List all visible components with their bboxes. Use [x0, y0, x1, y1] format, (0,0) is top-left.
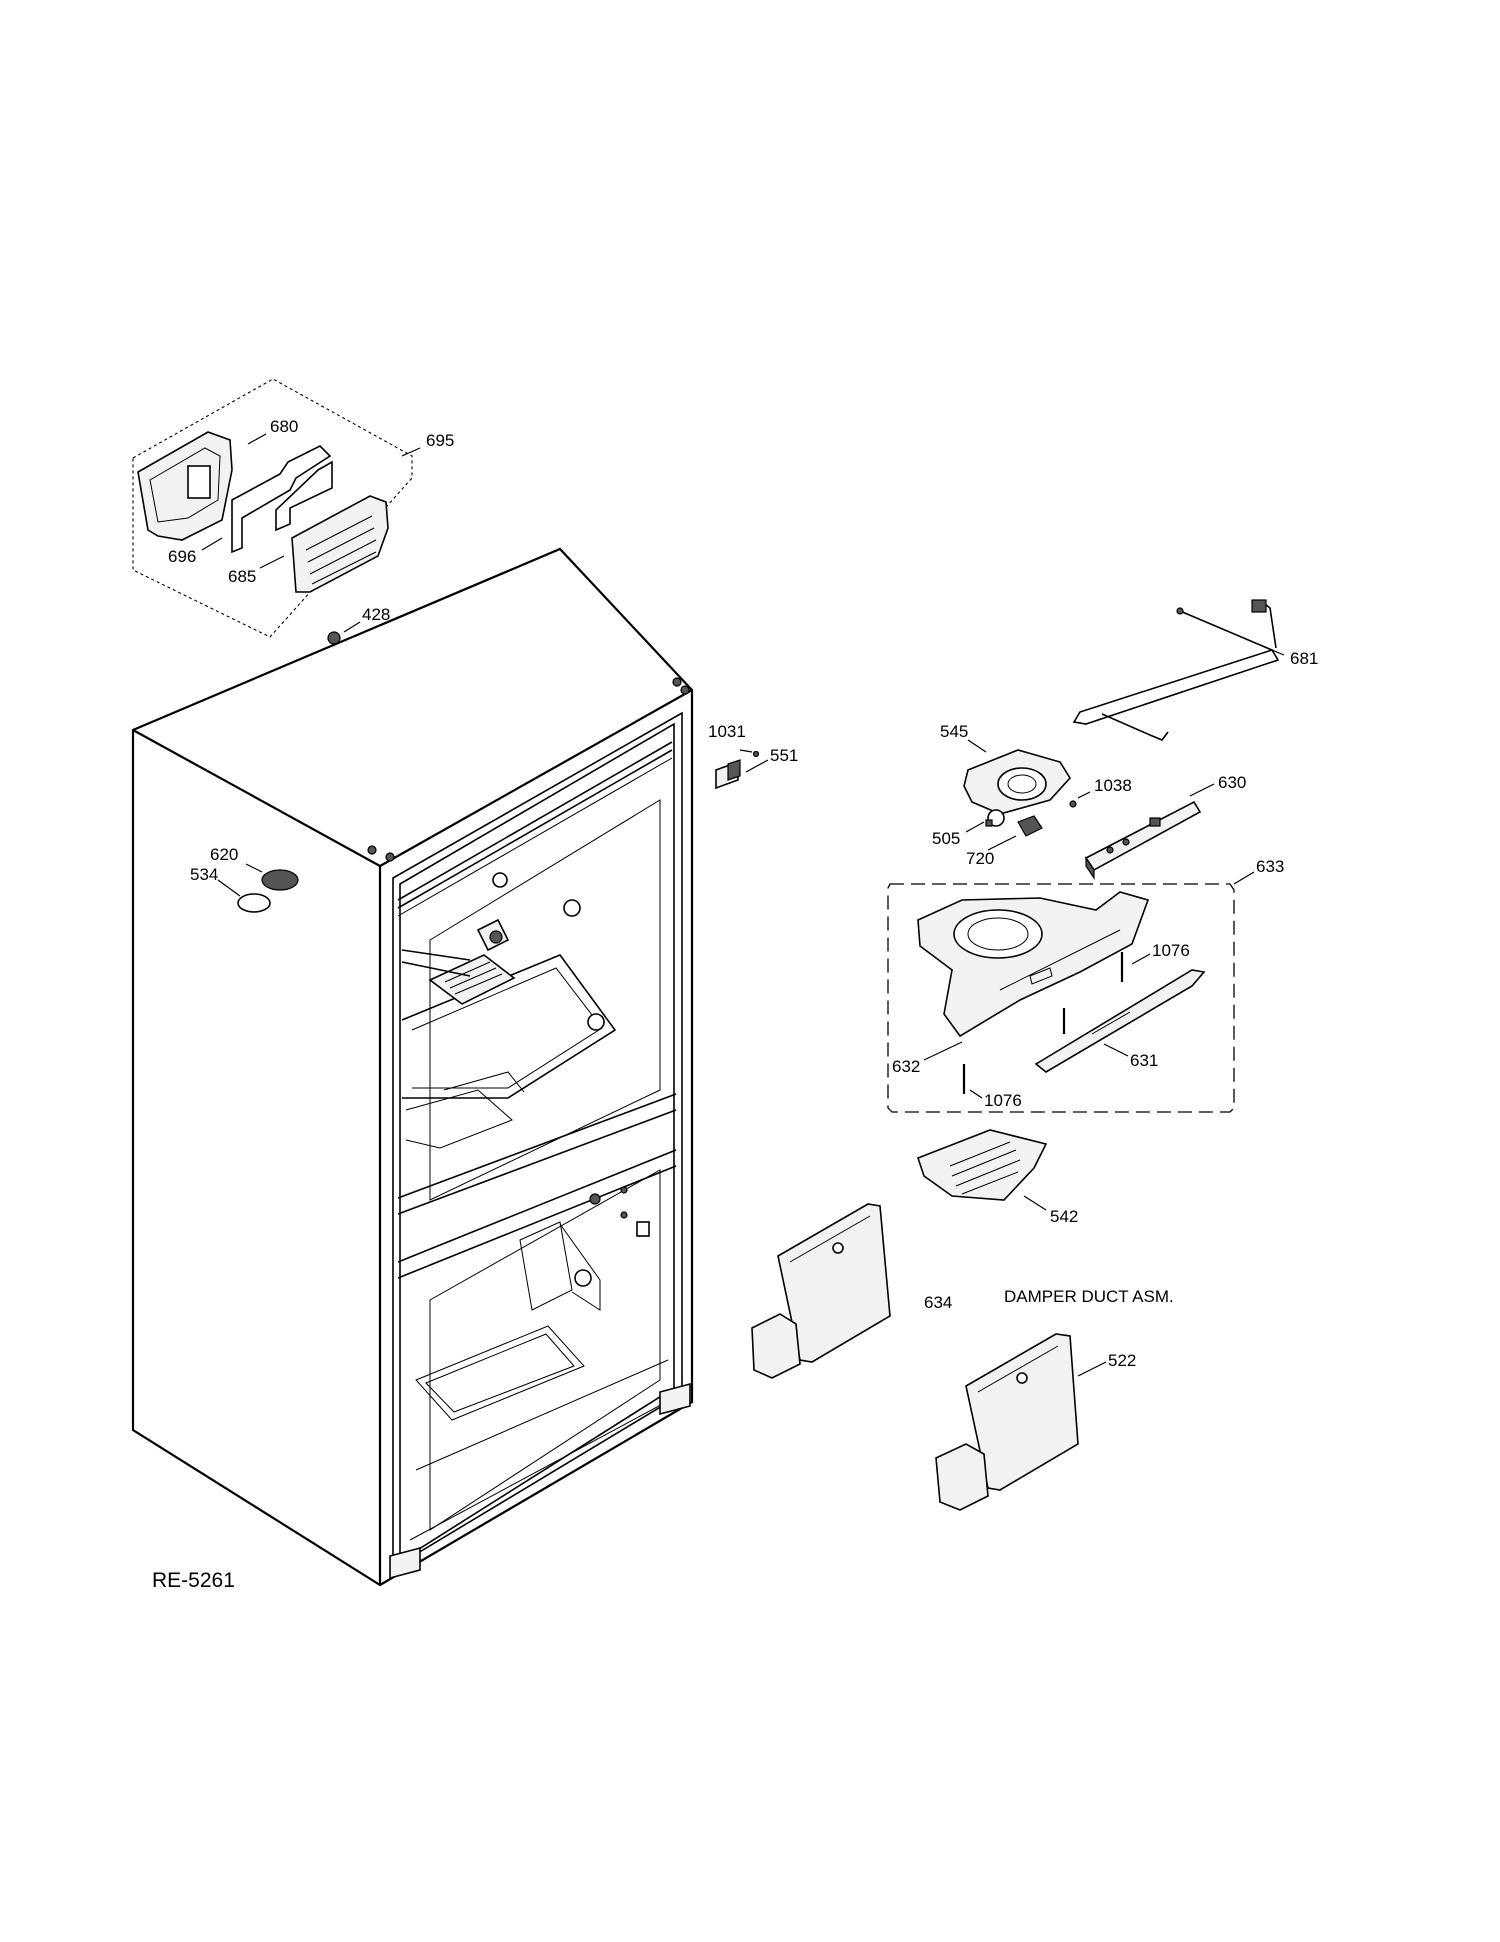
callout-534: 534: [190, 865, 218, 884]
callout-630: 630: [1218, 773, 1246, 792]
callout-620: 620: [210, 845, 238, 864]
part-1076-screws[interactable]: [962, 952, 1124, 1094]
damper-duct-caption: DAMPER DUCT ASM.: [1004, 1287, 1174, 1306]
refrigerator-cabinet: 428 620 534 1031 551: [131, 547, 798, 1587]
callout-1038: 1038: [1094, 776, 1132, 795]
part-680-housing[interactable]: [137, 431, 233, 541]
callout-632: 632: [892, 1057, 920, 1076]
callout-542: 542: [1050, 1207, 1078, 1226]
part-522-damper-duct[interactable]: [935, 1333, 1079, 1511]
part-428-screw[interactable]: [327, 631, 341, 645]
callout-695: 695: [426, 431, 454, 450]
part-631-cover-strip[interactable]: [1034, 969, 1206, 1073]
callout-631: 631: [1130, 1051, 1158, 1070]
callout-680: 680: [270, 417, 298, 436]
callout-633: 633: [1256, 857, 1284, 876]
part-505-bulb[interactable]: [985, 809, 1005, 827]
part-634-damper-duct[interactable]: [751, 1203, 891, 1379]
callout-685: 685: [228, 567, 256, 586]
callout-1076-lower: 1076: [984, 1091, 1022, 1110]
part-551-switch[interactable]: [715, 759, 741, 790]
callout-1076-upper: 1076: [1152, 941, 1190, 960]
part-696-gasket[interactable]: [231, 445, 333, 554]
callout-696: 696: [168, 547, 196, 566]
part-545-lamp-housing[interactable]: [963, 749, 1071, 815]
part-620-lamp[interactable]: [261, 869, 299, 891]
part-632-fan-housing[interactable]: [917, 891, 1150, 1038]
callout-634: 634: [924, 1293, 952, 1312]
callout-1031: 1031: [708, 722, 746, 741]
part-720-socket[interactable]: [1017, 815, 1043, 837]
callout-545: 545: [940, 722, 968, 741]
callout-505: 505: [932, 829, 960, 848]
interior-vent: [428, 954, 516, 1005]
part-630-control-board[interactable]: [1084, 800, 1202, 880]
callout-522: 522: [1108, 1351, 1136, 1370]
callout-681: 681: [1290, 649, 1318, 668]
part-685-cover[interactable]: [291, 495, 389, 593]
diagram-id-label: RE-5261: [152, 1569, 235, 1592]
assembly-633-group: 633 632 631 1076 1076: [887, 857, 1284, 1113]
part-534-cover[interactable]: [237, 893, 271, 913]
part-1038-screw[interactable]: [1069, 800, 1077, 808]
callout-551: 551: [770, 746, 798, 765]
assembly-695-group: 680 695 696 685: [132, 378, 454, 638]
part-542-fan-cover[interactable]: [917, 1129, 1048, 1201]
callout-720: 720: [966, 849, 994, 868]
part-681-harness[interactable]: [1072, 599, 1280, 741]
part-1031-screw[interactable]: [752, 750, 760, 758]
callout-428: 428: [362, 605, 390, 624]
